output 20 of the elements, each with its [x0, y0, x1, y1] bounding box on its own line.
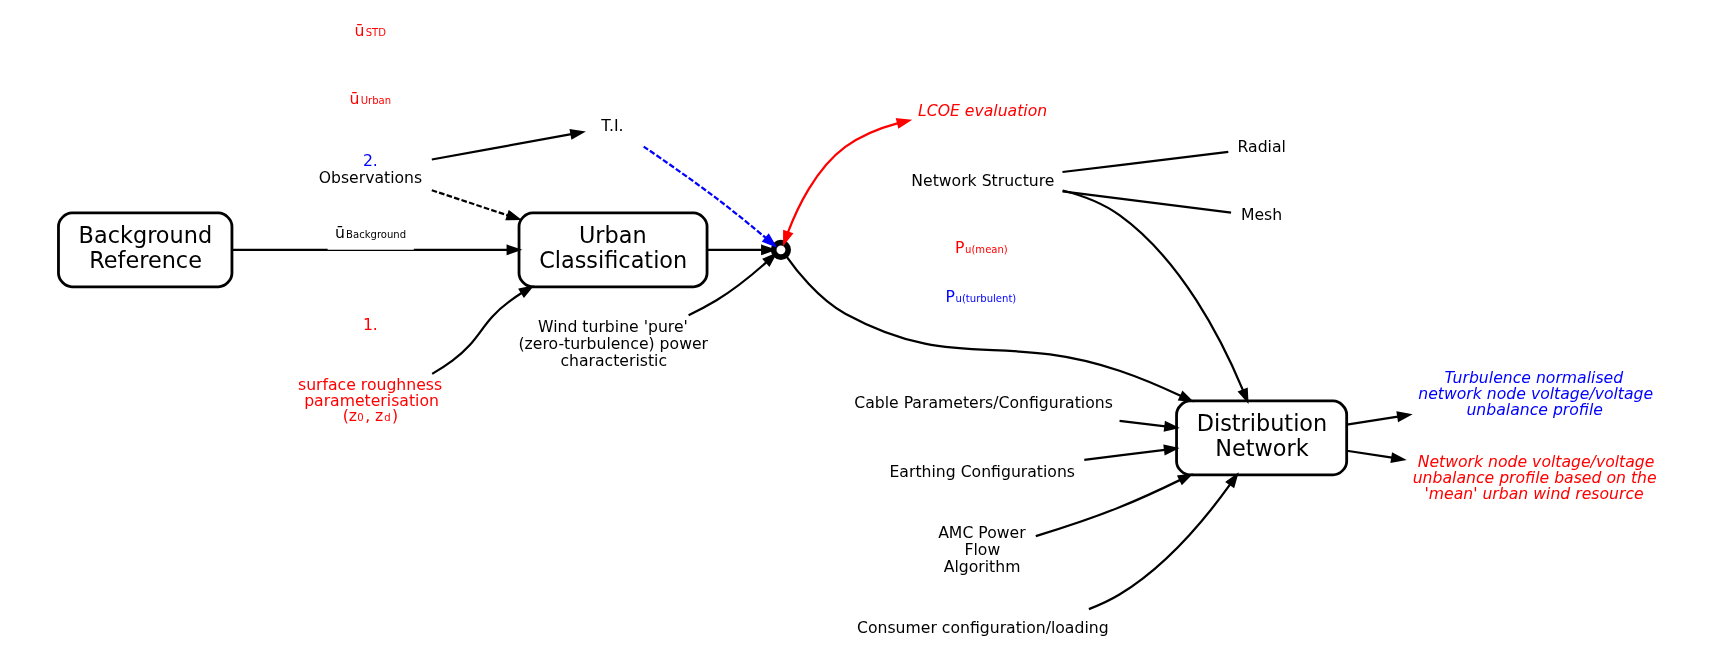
node-text: surface roughness parameterisation (z0, zd)	[297, 374, 443, 426]
label: Pu(mean)	[954, 237, 1008, 257]
node-text: Turbulence normalised network node voltage/voltage unbalance profile	[1418, 368, 1654, 419]
label: 1.	[362, 315, 378, 335]
node-text: LCOE evaluation	[918, 101, 1048, 121]
node-text: Earthing Configurations	[889, 461, 1075, 481]
edge-label: Pu(turbulent)	[945, 287, 1017, 307]
node-label: ūUrban	[349, 89, 392, 109]
node-text: Wind turbine 'pure' (zero-turbulence) power characteristic	[518, 317, 709, 370]
node-text: Cable Parameters/Configurations	[854, 393, 1113, 413]
node-text: Network Structure	[911, 170, 1055, 190]
node-text: T.I.	[601, 115, 624, 135]
node-text: Network node voltage/voltage unbalance profile based on the 'mean' urban wind resource	[1412, 452, 1657, 503]
node-text: Consumer configuration/loading	[857, 618, 1109, 638]
edge-label: ūBackground	[334, 223, 407, 243]
node-text: AMC Power Flow Algorithm	[938, 523, 1026, 576]
node-text: Radial	[1237, 137, 1286, 157]
node-text: Mesh	[1240, 205, 1283, 225]
node-label: ūSTD	[354, 20, 386, 40]
node-text: 2. Observations	[318, 151, 423, 187]
